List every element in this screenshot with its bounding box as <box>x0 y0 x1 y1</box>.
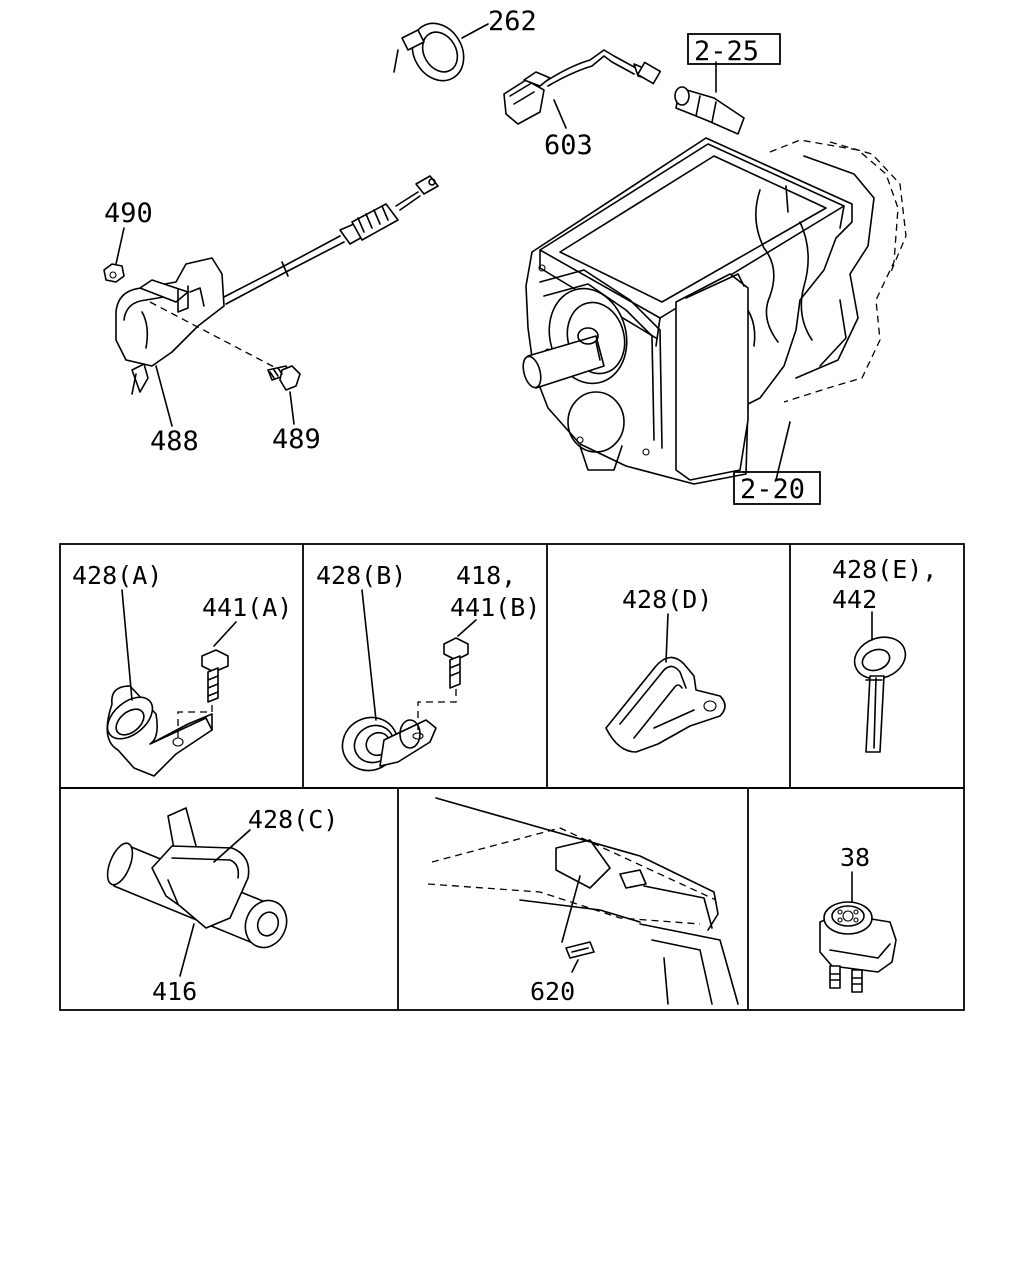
callout-489: 489 <box>272 424 321 455</box>
panel-clip-428a <box>106 589 237 777</box>
callout-441b: 441(B) <box>450 593 540 622</box>
speed-sensor-2-25 <box>674 61 745 135</box>
panel-tie-428c <box>106 807 288 977</box>
callout-488: 488 <box>150 426 199 457</box>
callout-box-2-25 <box>687 33 781 65</box>
callout-428d: 428(D) <box>622 585 712 614</box>
panel-clip-428d <box>605 613 726 753</box>
callout-620: 620 <box>530 977 575 1006</box>
callout-441a: 441(A) <box>202 593 292 622</box>
callout-box-2-20 <box>733 471 821 505</box>
callout-416: 416 <box>152 977 197 1006</box>
panel-connector-620 <box>427 797 739 1005</box>
callout-490: 490 <box>104 198 153 229</box>
cable-actuator-assembly <box>103 175 439 427</box>
callout-2-20: 2-20 <box>740 474 805 505</box>
callout-442: 442 <box>832 585 877 614</box>
callout-428c: 428(C) <box>248 805 338 834</box>
panel-clip-428e <box>853 611 907 753</box>
transmission-case-2-20 <box>522 137 907 485</box>
callout-262: 262 <box>488 6 537 37</box>
callout-2-25: 2-25 <box>694 36 759 67</box>
sensor-harness-603 <box>503 49 662 129</box>
callout-428e: 428(E), <box>832 555 937 584</box>
band-clamp-262 <box>393 22 489 82</box>
panel-clip-428b <box>341 589 477 772</box>
callout-428a: 428(A) <box>72 561 162 590</box>
detail-grid <box>59 543 965 1011</box>
callout-428b: 428(B) <box>316 561 406 590</box>
callout-603: 603 <box>544 130 593 161</box>
panel-switch-38 <box>819 871 897 993</box>
callout-38: 38 <box>840 843 870 872</box>
callout-418: 418, <box>456 561 516 590</box>
